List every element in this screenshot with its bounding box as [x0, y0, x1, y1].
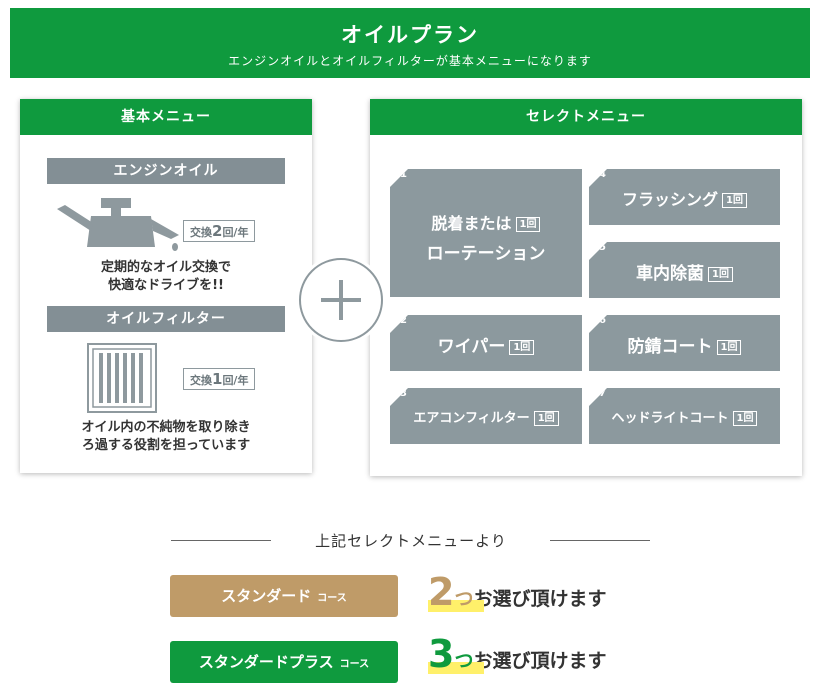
badge-count: 1 — [212, 370, 223, 388]
item-number: 02 — [393, 315, 407, 326]
engine-oil-heading: エンジンオイル — [47, 158, 285, 184]
once-badge: 1回 — [708, 266, 733, 282]
item-label-text: ワイパー — [437, 337, 506, 357]
badge-prefix: 交換 — [190, 374, 212, 387]
oil-filter-heading: オイルフィルター — [47, 306, 285, 332]
once-badge: 1回 — [716, 339, 742, 355]
item-number: 01 — [393, 169, 407, 180]
course-suffix: コース — [339, 659, 370, 670]
item-label-text: 防錆コート — [627, 337, 713, 357]
standard-course-button[interactable]: スタンダードコース — [170, 575, 398, 617]
item-label-line2: ローテーション — [426, 244, 546, 264]
item-number: 05 — [592, 242, 606, 253]
badge-suffix: 回/年 — [222, 226, 249, 239]
standard-course-pick-count: 2つお選び頂けます — [428, 570, 606, 614]
item-number: 06 — [592, 315, 606, 326]
badge-suffix: 回/年 — [222, 374, 249, 387]
item-label-line1: 脱着または — [431, 214, 512, 233]
item-label-text: フラッシング — [622, 190, 719, 209]
item-number: 03 — [393, 388, 407, 399]
highlight-marker — [428, 662, 484, 674]
pick-text: お選び頂けます — [473, 588, 607, 610]
pick-counter-suffix: つ — [454, 650, 474, 672]
course-name: スタンダードプラス — [198, 653, 334, 671]
once-badge: 1回 — [515, 217, 541, 232]
course-suffix: コース — [317, 593, 347, 604]
page-subtitle: エンジンオイルとオイルフィルターが基本メニューになります — [228, 54, 592, 68]
oil-can-icon — [57, 198, 179, 251]
divider-right — [550, 540, 650, 541]
oil-filter-description: オイル内の不純物を取り除き ろ過する役割を担っています — [81, 420, 251, 453]
pick-text: お選び頂けます — [473, 650, 607, 672]
select-menu-title: セレクトメニュー — [370, 99, 802, 135]
once-badge: 1回 — [509, 339, 535, 355]
plan-banner: オイルプラン エンジンオイルとオイルフィルターが基本メニューになります — [10, 8, 810, 78]
pick-count: 3 — [428, 632, 455, 676]
page-title: オイルプラン — [341, 23, 479, 47]
once-badge: 1回 — [732, 411, 758, 426]
divider-left — [171, 540, 271, 541]
select-note: 上記セレクトメニューより — [315, 532, 507, 550]
badge-count: 2 — [212, 222, 223, 240]
standard-plus-course-pick-count: 3つお選び頂けます — [428, 632, 606, 676]
course-name: スタンダード — [221, 587, 312, 605]
item-number: 04 — [592, 169, 606, 180]
oil-filter-icon — [87, 343, 157, 413]
once-badge: 1回 — [722, 193, 747, 208]
once-badge: 1回 — [533, 411, 559, 426]
item-number: 07 — [592, 388, 606, 399]
highlight-marker — [428, 600, 484, 612]
pick-count: 2 — [428, 570, 455, 614]
basic-menu-title: 基本メニュー — [20, 99, 312, 135]
basic-menu-panel: 基本メニュー エンジンオイル 交換2回/年 定期的なオイル交換で 快適なドライブ… — [20, 99, 312, 473]
engine-oil-frequency-badge: 交換2回/年 — [183, 220, 256, 242]
item-label-text: 車内除菌 — [636, 264, 705, 284]
plus-icon — [299, 258, 383, 342]
item-label-text: エアコンフィルター — [413, 411, 530, 426]
engine-oil-description: 定期的なオイル交換で 快適なドライブを!! — [100, 260, 231, 293]
oil-filter-frequency-badge: 交換1回/年 — [183, 368, 256, 390]
badge-prefix: 交換 — [190, 226, 212, 239]
standard-plus-course-button[interactable]: スタンダードプラスコース — [170, 641, 398, 683]
pick-counter-suffix: つ — [454, 588, 474, 610]
item-label-text: ヘッドライトコート — [611, 411, 729, 426]
